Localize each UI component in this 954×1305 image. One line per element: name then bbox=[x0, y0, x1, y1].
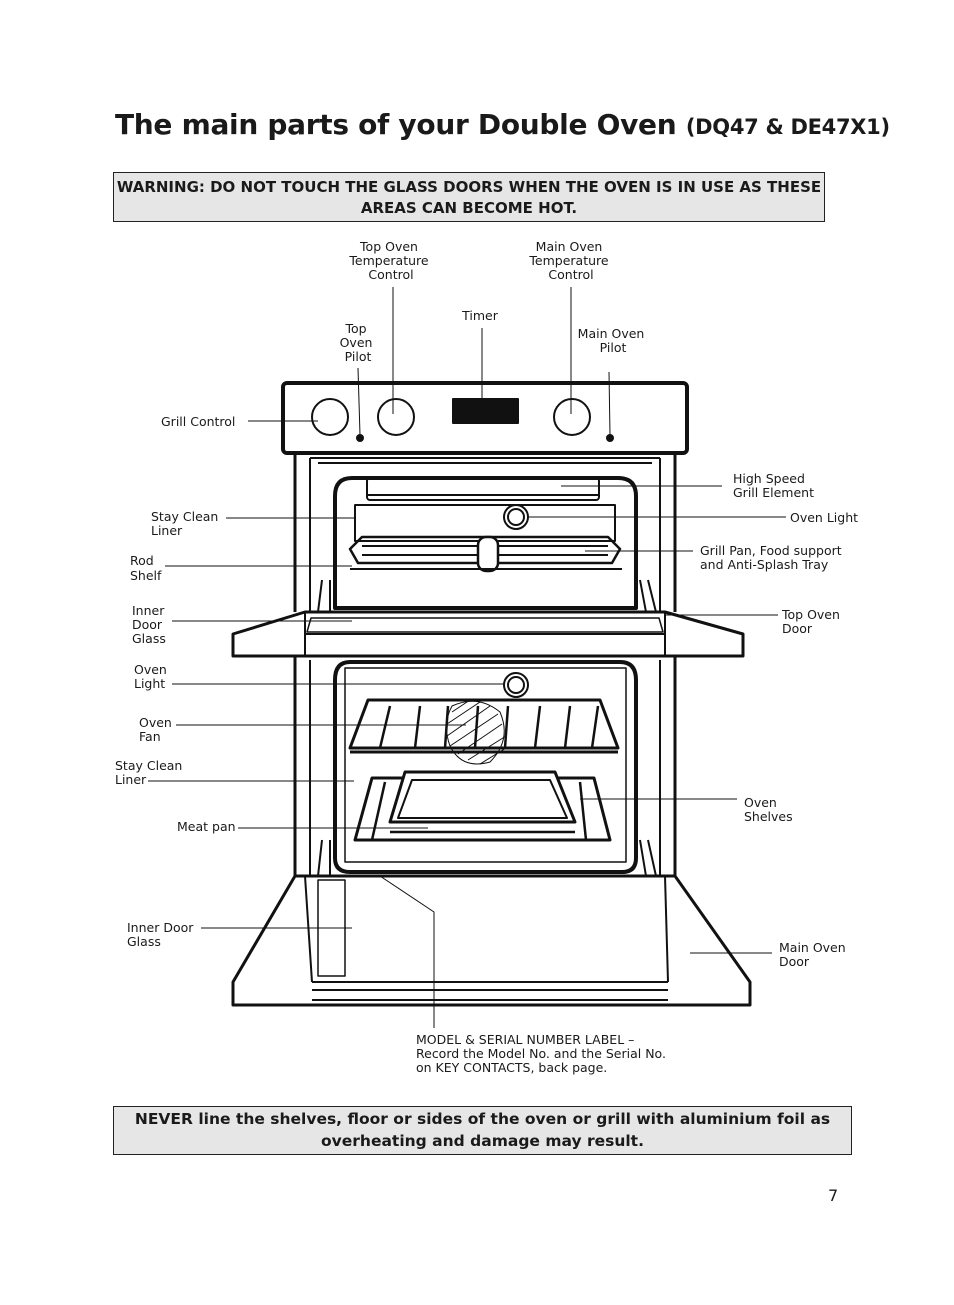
timer-display bbox=[452, 398, 519, 424]
label-top-oven-temp: Top Oven Temperature Control bbox=[348, 239, 432, 282]
label-stay-clean-liner-top: Stay Clean Liner bbox=[151, 509, 222, 538]
page-number: 7 bbox=[828, 1186, 839, 1205]
label-oven-fan: Oven Fan bbox=[139, 715, 176, 744]
label-high-speed-grill: High Speed Grill Element bbox=[733, 471, 814, 500]
label-oven-shelves: Oven Shelves bbox=[744, 795, 793, 824]
label-inner-door-glass-top: Inner Door Glass bbox=[132, 603, 168, 646]
grill-pan bbox=[348, 535, 622, 565]
notice-line-1: NEVER line the shelves, floor or sides o… bbox=[134, 1110, 831, 1128]
label-rod-shelf: Rod Shelf bbox=[130, 553, 162, 583]
label-main-oven-door: Main Oven Door bbox=[779, 940, 850, 969]
leader-lines bbox=[148, 287, 786, 1028]
control-panel bbox=[281, 381, 689, 455]
label-meat-pan: Meat pan bbox=[177, 819, 236, 834]
page-title: The main parts of your Double Oven (DQ47… bbox=[115, 108, 890, 141]
label-top-oven-pilot: Top Oven Pilot bbox=[340, 321, 377, 364]
meat-pan bbox=[388, 770, 577, 824]
warning-box: WARNING: DO NOT TOUCH THE GLASS DOORS WH… bbox=[113, 172, 825, 222]
label-stay-clean-liner-main: Stay Clean Liner bbox=[115, 758, 186, 787]
main-oven-light bbox=[503, 672, 529, 698]
label-timer: Timer bbox=[461, 308, 499, 323]
main-oven-door bbox=[231, 874, 752, 1007]
notice-box: NEVER line the shelves, floor or sides o… bbox=[113, 1106, 852, 1155]
label-model-serial: MODEL & SERIAL NUMBER LABEL – Record the… bbox=[416, 1032, 670, 1075]
notice-line-2: overheating and damage may result. bbox=[321, 1132, 644, 1150]
grill-pan-handle bbox=[476, 535, 500, 573]
label-main-oven-pilot: Main Oven Pilot bbox=[578, 326, 649, 355]
grill-control-knob bbox=[311, 398, 349, 436]
warning-line-1: WARNING: DO NOT TOUCH THE GLASS DOORS WH… bbox=[116, 178, 822, 196]
label-oven-light-top: Oven Light bbox=[790, 510, 858, 525]
warning-line-2: AREAS CAN BECOME HOT. bbox=[360, 199, 578, 217]
main-oven-temp-knob bbox=[553, 398, 591, 436]
label-grill-control: Grill Control bbox=[161, 414, 235, 429]
oven-drawing bbox=[231, 381, 752, 1007]
label-inner-door-glass-main: Inner Door Glass bbox=[127, 920, 197, 949]
labels: Top Oven Temperature Control Main Oven T… bbox=[115, 239, 858, 1075]
grill-element bbox=[366, 477, 600, 501]
oven-shelf-lower bbox=[353, 776, 612, 842]
main-oven-pilot-light bbox=[606, 434, 614, 442]
label-main-oven-temp: Main Oven Temperature Control bbox=[528, 239, 612, 282]
label-top-oven-door: Top Oven Door bbox=[781, 607, 844, 636]
title-main: The main parts of your Double Oven bbox=[115, 108, 677, 141]
label-oven-light-main: Oven Light bbox=[134, 662, 171, 691]
top-oven-pilot-light bbox=[356, 434, 364, 442]
top-oven-cavity bbox=[333, 476, 638, 610]
oven-shelf-upper bbox=[348, 698, 620, 750]
main-oven-cavity bbox=[333, 660, 638, 874]
label-grill-pan: Grill Pan, Food support and Anti-Splash … bbox=[700, 543, 846, 572]
title-models: (DQ47 & DE47X1) bbox=[685, 115, 890, 139]
top-oven-temp-knob bbox=[377, 398, 415, 436]
